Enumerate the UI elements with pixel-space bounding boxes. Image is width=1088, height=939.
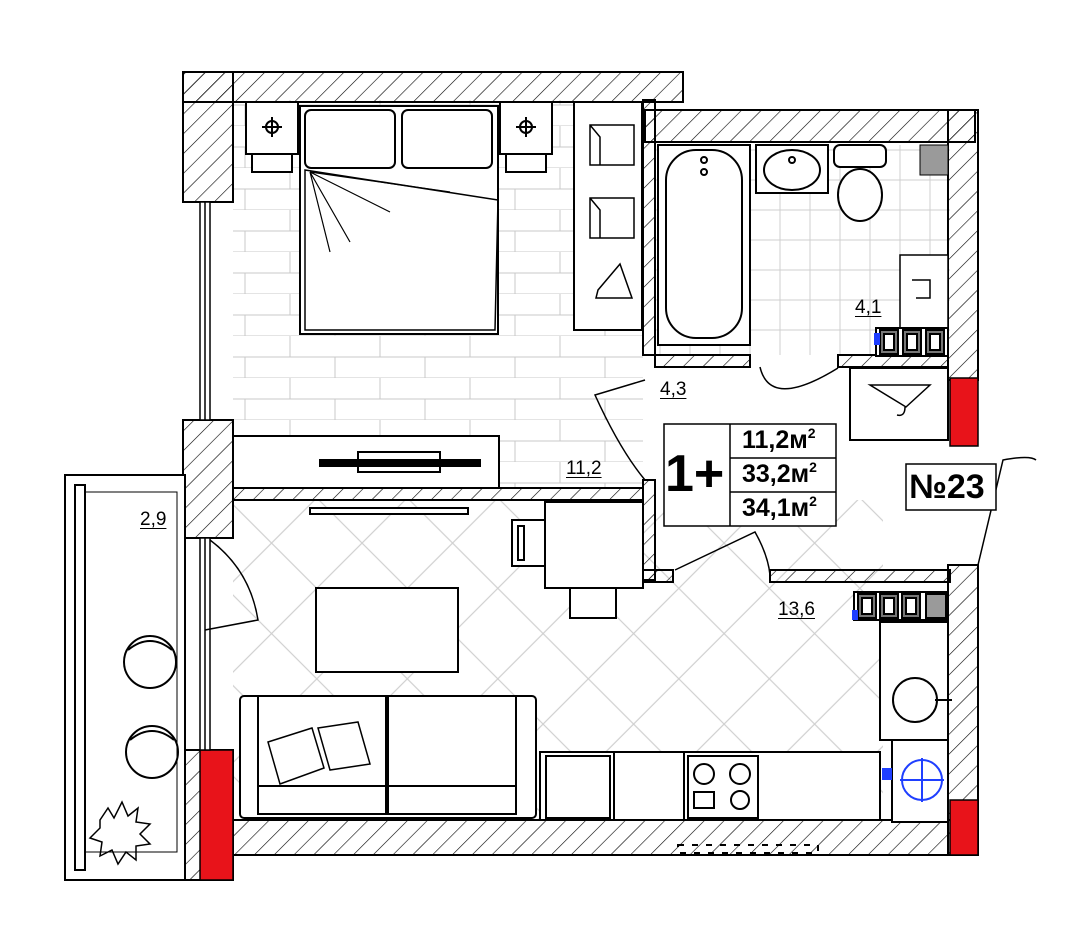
room-type-label: 1+ — [665, 445, 725, 503]
summary-table — [663, 423, 837, 527]
bathtub — [657, 144, 751, 346]
bedroom-area-label: 11,2 — [566, 458, 602, 479]
living-area-unit-sup: 2 — [807, 425, 816, 441]
toilet — [833, 144, 887, 222]
tv-stand — [232, 435, 500, 515]
bathroom-meters — [874, 327, 949, 357]
balcony — [64, 474, 186, 881]
total-area-text: 33,2м — [742, 460, 810, 488]
bathroom-area-label: 4,1 — [855, 297, 882, 318]
living-area-text: 11,2м — [742, 426, 808, 454]
bed — [299, 105, 499, 335]
living-area-value: 11,2м2 — [742, 425, 816, 454]
wardrobe — [573, 101, 643, 331]
total-area-unit-sup: 2 — [809, 459, 817, 475]
bathroom-shaft — [919, 144, 949, 176]
apartment-number: №23 — [909, 468, 985, 506]
dining-set — [315, 501, 644, 673]
balcony-area-label: 2,9 — [140, 509, 167, 530]
sofa — [239, 695, 537, 819]
bearing-walls — [199, 377, 979, 881]
kitchen-meters — [852, 591, 949, 621]
doors — [204, 366, 1037, 631]
total-with-balcony-unit-sup: 2 — [809, 493, 817, 509]
sink — [755, 144, 829, 194]
living-kitchen-area-label: 13,6 — [778, 599, 815, 620]
total-area-value: 33,2м2 — [742, 459, 817, 488]
kitchen-units — [539, 621, 952, 823]
total-with-balcony-text: 34,1м — [742, 494, 810, 522]
hall-closet — [849, 367, 949, 441]
hall-area-label: 4,3 — [660, 379, 687, 400]
walls — [182, 71, 979, 881]
washing-machine — [899, 254, 949, 331]
nightstands — [245, 101, 553, 173]
windows — [199, 201, 211, 751]
apartment-number-box — [905, 463, 997, 511]
total-with-balcony-value: 34,1м2 — [742, 493, 817, 522]
